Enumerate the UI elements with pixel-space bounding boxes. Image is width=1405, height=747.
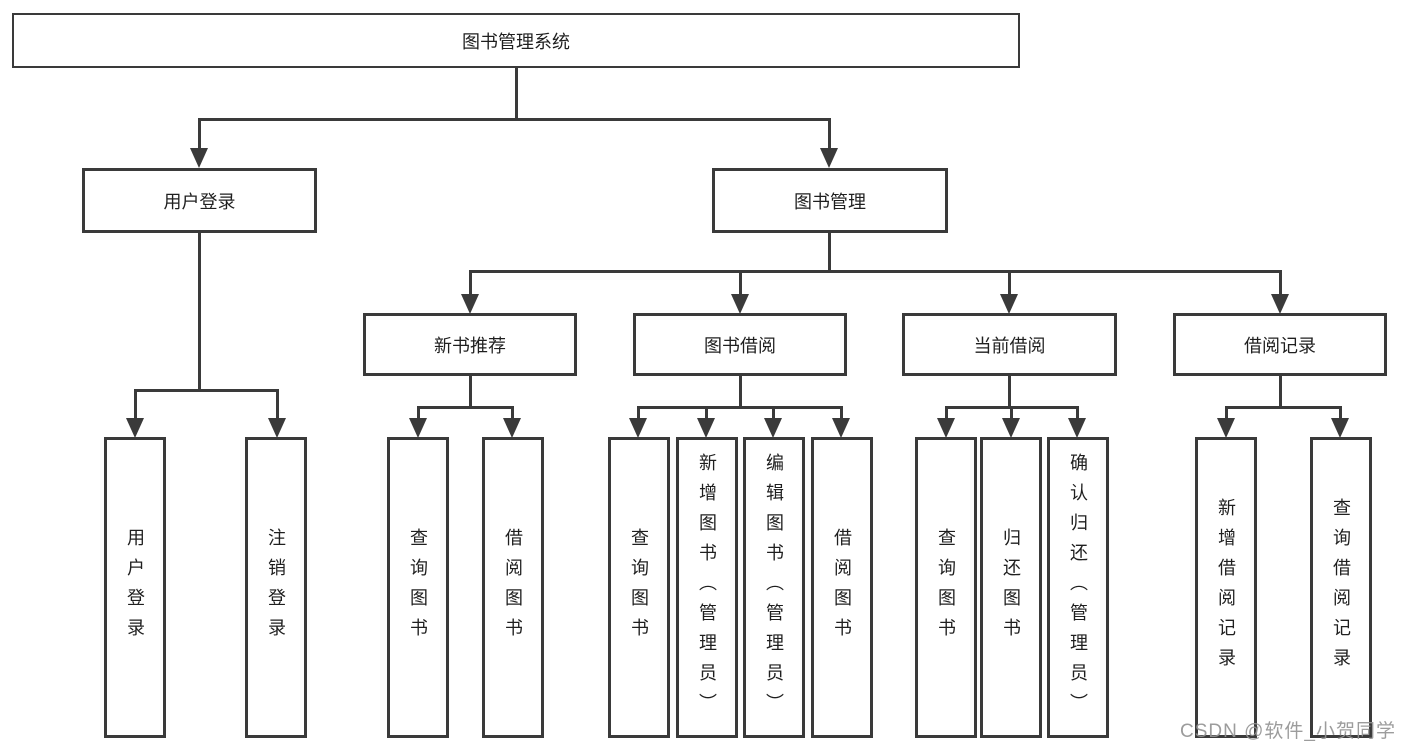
connector-current-borrow-drop-1 (945, 406, 948, 420)
node-current-borrow: 当前借阅 (902, 313, 1117, 376)
leaf-new-book-query: 查询图书 (387, 437, 449, 738)
connector-borrow-record-stem (1279, 376, 1282, 409)
node-user-login: 用户登录 (82, 168, 317, 233)
connector-user-login-stem (198, 233, 201, 392)
node-book-management: 图书管理 (712, 168, 948, 233)
leaf-label: 查询图书 (936, 527, 956, 648)
node-book-borrow-label: 图书借阅 (704, 335, 776, 356)
leaf-label: 注销登录 (266, 527, 286, 648)
arrow-down-icon (820, 148, 838, 168)
arrow-down-icon (409, 418, 427, 438)
connector-new-book-drop-2 (511, 406, 514, 420)
arrow-down-icon (268, 418, 286, 438)
connector-user-login-drop-1 (134, 389, 137, 420)
connector-new-book-drop-1 (417, 406, 420, 420)
arrow-down-icon (461, 294, 479, 314)
connector-book-borrow-stem (739, 376, 742, 409)
node-root: 图书管理系统 (12, 13, 1020, 68)
arrow-down-icon (629, 418, 647, 438)
arrow-down-icon (832, 418, 850, 438)
connector-borrow-record-drop-1 (1225, 406, 1228, 420)
leaf-label: 新增借阅记录 (1216, 497, 1236, 678)
arrow-down-icon (764, 418, 782, 438)
node-new-book-recommend: 新书推荐 (363, 313, 577, 376)
leaf-borrow-edit-admin: 编辑图书（管理员） (743, 437, 805, 738)
arrow-down-icon (1331, 418, 1349, 438)
leaf-current-confirm-admin: 确认归还（管理员） (1047, 437, 1109, 738)
connector-borrow-record-bar (1225, 406, 1342, 409)
connector-new-book-stem (469, 376, 472, 409)
node-new-book-recommend-label: 新书推荐 (434, 335, 506, 356)
node-user-login-label: 用户登录 (163, 191, 236, 212)
leaf-new-book-borrow: 借阅图书 (482, 437, 544, 738)
connector-book-mgmt-stem (828, 233, 831, 273)
connector-user-login-drop-2 (276, 389, 279, 420)
node-root-label: 图书管理系统 (462, 31, 570, 52)
leaf-label: 查询图书 (408, 527, 428, 648)
leaf-logout: 注销登录 (245, 437, 307, 738)
connector-root-drop-left (198, 118, 201, 150)
leaf-current-return: 归还图书 (980, 437, 1042, 738)
leaf-user-login: 用户登录 (104, 437, 166, 738)
connector-book-mgmt-drop-1 (469, 270, 472, 297)
leaf-record-query: 查询借阅记录 (1310, 437, 1372, 738)
connector-book-mgmt-drop-2 (739, 270, 742, 297)
arrow-down-icon (697, 418, 715, 438)
connector-borrow-record-drop-2 (1339, 406, 1342, 420)
connector-current-borrow-stem (1008, 376, 1011, 409)
leaf-borrow-borrow: 借阅图书 (811, 437, 873, 738)
leaf-label: 用户登录 (125, 527, 145, 648)
connector-book-mgmt-drop-3 (1008, 270, 1011, 297)
connector-book-mgmt-drop-4 (1279, 270, 1282, 297)
connector-book-borrow-drop-4 (840, 406, 843, 420)
leaf-label: 查询图书 (629, 527, 649, 648)
node-book-management-label: 图书管理 (794, 191, 866, 212)
arrow-down-icon (1271, 294, 1289, 314)
arrow-down-icon (1068, 418, 1086, 438)
connector-book-borrow-bar (637, 406, 843, 409)
connector-book-borrow-drop-1 (637, 406, 640, 420)
connector-root-drop-right (828, 118, 831, 150)
connector-root-bar (198, 118, 831, 121)
leaf-label: 编辑图书（管理员） (764, 452, 784, 723)
node-borrow-record-label: 借阅记录 (1244, 335, 1316, 356)
connector-current-borrow-drop-3 (1076, 406, 1079, 420)
arrow-down-icon (126, 418, 144, 438)
leaf-label: 借阅图书 (832, 527, 852, 648)
connector-book-mgmt-bar (469, 270, 1282, 273)
connector-user-login-bar (134, 389, 279, 392)
connector-book-borrow-drop-2 (705, 406, 708, 420)
arrow-down-icon (731, 294, 749, 314)
leaf-label: 新增图书（管理员） (697, 452, 717, 723)
leaf-label: 查询借阅记录 (1331, 497, 1351, 678)
arrow-down-icon (1000, 294, 1018, 314)
node-borrow-record: 借阅记录 (1173, 313, 1387, 376)
leaf-label: 确认归还（管理员） (1068, 452, 1088, 723)
arrow-down-icon (937, 418, 955, 438)
leaf-record-add: 新增借阅记录 (1195, 437, 1257, 738)
leaf-label: 借阅图书 (503, 527, 523, 648)
leaf-label: 归还图书 (1001, 527, 1021, 648)
arrow-down-icon (190, 148, 208, 168)
csdn-watermark: CSDN @软件_小贺同学 (1180, 721, 1396, 742)
node-book-borrow: 图书借阅 (633, 313, 847, 376)
arrow-down-icon (1217, 418, 1235, 438)
node-current-borrow-label: 当前借阅 (973, 335, 1046, 356)
connector-new-book-bar (417, 406, 514, 409)
arrow-down-icon (1002, 418, 1020, 438)
connector-root-stem (515, 68, 518, 121)
connector-current-borrow-drop-2 (1010, 406, 1013, 420)
leaf-borrow-query: 查询图书 (608, 437, 670, 738)
arrow-down-icon (503, 418, 521, 438)
leaf-borrow-add-admin: 新增图书（管理员） (676, 437, 738, 738)
connector-book-borrow-drop-3 (772, 406, 775, 420)
leaf-current-query: 查询图书 (915, 437, 977, 738)
